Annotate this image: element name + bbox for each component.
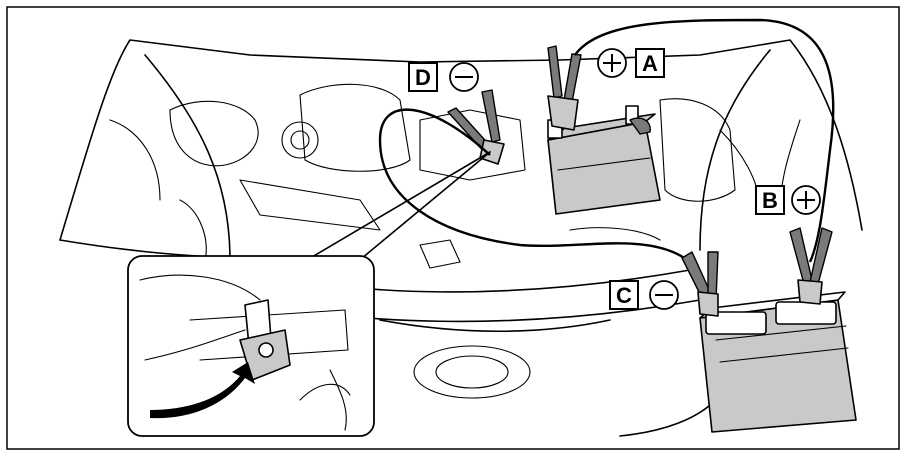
callout-d-box	[408, 62, 438, 92]
callout-b-label: B	[762, 188, 778, 213]
minus-circle-icon	[649, 280, 679, 310]
callout-b: B	[755, 185, 821, 215]
callout-c-label: C	[616, 283, 632, 308]
callout-c-box	[609, 280, 639, 310]
plus-circle-icon	[597, 48, 627, 78]
callout-a-box	[635, 48, 665, 78]
clamp-a	[547, 45, 582, 131]
callout-a: A	[597, 48, 665, 78]
booster-cables	[289, 18, 835, 271]
minus-circle-icon	[449, 62, 479, 92]
callout-d: D	[408, 62, 479, 92]
plus-circle-icon	[791, 185, 821, 215]
callout-a-label: A	[642, 51, 658, 76]
callout-b-box	[755, 185, 785, 215]
magnified-inset	[127, 255, 375, 437]
clamp-b	[789, 227, 833, 305]
clamp-c	[681, 251, 719, 317]
booster-battery	[699, 291, 857, 433]
callout-c: C	[609, 280, 679, 310]
callout-d-label: D	[415, 65, 431, 90]
